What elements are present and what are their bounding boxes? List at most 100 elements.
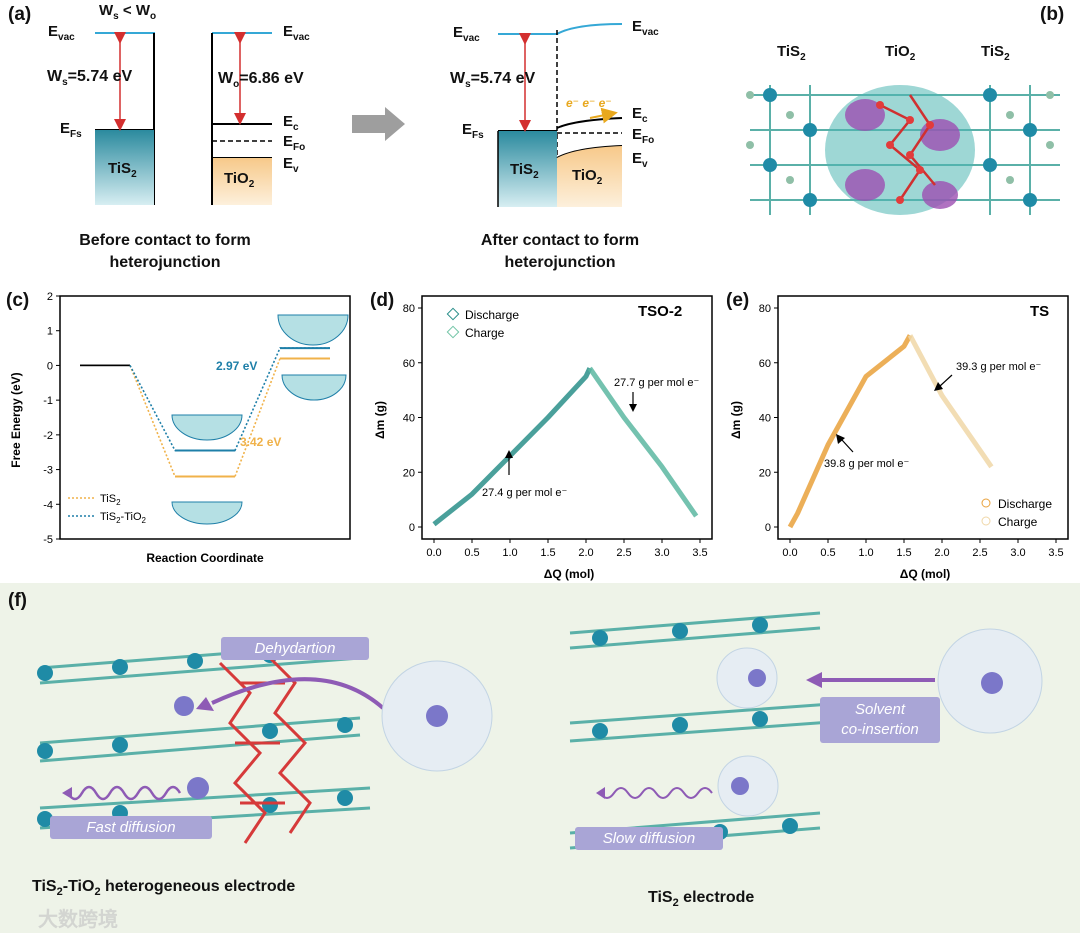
c-ytick: -4 (43, 499, 53, 511)
d-annotation-274: 27.4 g per mol e⁻ (482, 487, 567, 499)
d-series-charge (587, 366, 699, 518)
e-ytick: 0 (765, 522, 771, 534)
d-ytick: 60 (403, 358, 415, 370)
d-legend-discharge: Discharge (465, 308, 519, 322)
e-annotation-398: 39.8 g per mol e⁻ (824, 458, 909, 470)
e-xtick: 2.5 (972, 547, 987, 559)
b-tio2: TiO2 (885, 43, 916, 63)
e-legend-discharge: Discharge (998, 497, 1052, 511)
d-ytick: 20 (403, 467, 415, 479)
d-xlabel: ΔQ (mol) (544, 567, 595, 581)
b-tis2-left: TiS2 (777, 43, 806, 63)
after-evac-left: Evac (453, 24, 480, 44)
after-tis2: TiS2 (510, 161, 539, 181)
caption-before: Before contact to form heterojunction (79, 232, 251, 271)
e-xtick: 2.0 (934, 547, 949, 559)
ws-lt-wo-label: Ws < Wo (99, 2, 157, 22)
e-xtick: 0.0 (782, 547, 797, 559)
b-tis2-right: TiS2 (981, 43, 1010, 63)
c-legend-tis2-tio2: TiS2-TiO2 (100, 511, 147, 525)
after-tio2: TiO2 (572, 167, 603, 187)
panel-e-label: (e) (726, 290, 750, 311)
c-xlabel: Reaction Coordinate (146, 551, 264, 565)
watermark: 大数跨境 (38, 909, 118, 931)
caption-tis2-electrode: TiS2 electrode (648, 889, 755, 910)
e-ytick: 20 (759, 467, 771, 479)
wo-value-label: Wo=6.86 eV (218, 70, 304, 91)
d-xtick: 0.0 (426, 547, 441, 559)
c-annotation-342: 3.42 eV (240, 435, 281, 449)
efo-label: EFo (283, 133, 306, 153)
d-ytick: 0 (409, 522, 415, 534)
tio2-label: TiO2 (224, 170, 255, 190)
e-annotation-393: 39.3 g per mol e⁻ (956, 361, 1041, 373)
d-ytick: 80 (403, 303, 415, 315)
d-annotation-277: 27.7 g per mol e⁻ (614, 377, 699, 389)
c-ylabel: Free Energy (eV) (9, 372, 23, 467)
d-xtick: 2.0 (578, 547, 593, 559)
e-xtick: 0.5 (820, 547, 835, 559)
e-title: TS (1030, 303, 1049, 320)
after-efs: EFs (462, 121, 484, 141)
d-xtick: 1.0 (502, 547, 517, 559)
evac-right-label: Evac (283, 23, 310, 43)
after-ev: Ev (632, 150, 648, 170)
d-series-discharge (432, 367, 593, 527)
after-ws-value: Ws=5.74 eV (450, 70, 536, 91)
e-series-discharge (787, 334, 913, 529)
e-xlabel: ΔQ (mol) (900, 567, 951, 581)
after-evac-right: Evac (632, 18, 659, 38)
e-series-charge (907, 334, 994, 469)
caption-after: After contact to form heterojunction (480, 232, 640, 271)
crystal-structure-image (746, 85, 1060, 215)
e-ylabel: Δm (g) (729, 401, 743, 439)
d-xtick: 3.5 (692, 547, 707, 559)
d-xtick: 1.5 (540, 547, 555, 559)
panel-a-label: (a) (8, 4, 32, 25)
after-efo: EFo (632, 126, 655, 146)
e-ytick: 80 (759, 303, 771, 315)
c-ytick: -5 (43, 534, 53, 546)
d-xtick: 2.5 (616, 547, 631, 559)
ws-value-label: Ws=5.74 eV (47, 68, 133, 89)
e-ytick: 60 (759, 358, 771, 370)
e-xtick: 3.0 (1010, 547, 1025, 559)
c-ytick: 2 (47, 291, 53, 303)
ev-label: Ev (283, 155, 299, 175)
d-legend-charge: Charge (465, 326, 505, 340)
e-xtick: 1.0 (858, 547, 873, 559)
panel-f-illustration (37, 611, 1043, 850)
efs-label: EFs (60, 120, 82, 140)
evac-left-label: Evac (48, 23, 75, 43)
panel-f-label: (f) (8, 590, 27, 611)
tag-slow-diffusion: Slow diffusion (575, 827, 723, 850)
e-xtick: 3.5 (1048, 547, 1063, 559)
c-ytick: -2 (43, 430, 53, 442)
c-ytick: -1 (43, 395, 53, 407)
e-ytick: 40 (759, 413, 771, 425)
d-ylabel: Δm (g) (373, 401, 387, 439)
d-xtick: 3.0 (654, 547, 669, 559)
e-xtick: 1.5 (896, 547, 911, 559)
c-annotation-297: 2.97 eV (216, 359, 257, 373)
c-ytick: 0 (47, 360, 53, 372)
ec-label: Ec (283, 113, 299, 133)
d-xtick: 0.5 (464, 547, 479, 559)
d-title: TSO-2 (638, 303, 682, 320)
panel-d-label: (d) (370, 290, 395, 311)
e-legend-charge: Charge (998, 515, 1038, 529)
panel-b-label: (b) (1040, 4, 1065, 25)
tis2-label: TiS2 (108, 160, 137, 180)
d-ytick: 40 (403, 413, 415, 425)
tag-dehydration: Dehydartion (221, 637, 369, 660)
c-ytick: 1 (47, 326, 53, 338)
electrons-label: e⁻ e⁻ e⁻ (566, 96, 612, 110)
caption-heterogeneous-electrode: TiS2-TiO2 heterogeneous electrode (32, 878, 296, 899)
panel-f-background (0, 583, 1080, 933)
panel-a-diagram (95, 23, 623, 207)
panel-c-label: (c) (6, 290, 30, 311)
panel-e-chart: 0.0 0.5 1.0 1.5 2.0 2.5 3.0 3.5 0 20 40 60 80 TS Dis… (729, 295, 1069, 581)
